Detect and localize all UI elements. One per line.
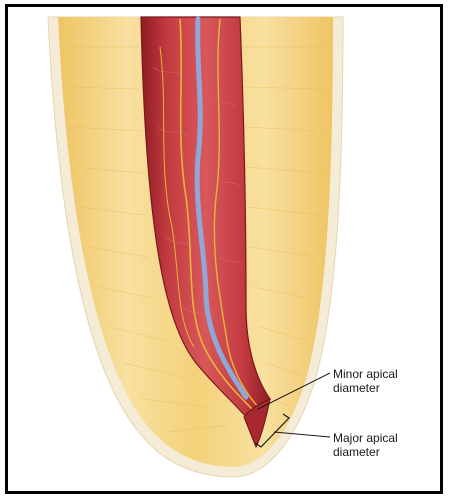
major-apical-diameter-label: Major apical diameter [333,431,398,459]
minor-apical-label-line1: Minor apical [333,367,398,381]
minor-apical-diameter-label: Minor apical diameter [333,367,398,395]
major-apical-label-line1: Major apical [333,431,398,445]
minor-apical-label-line2: diameter [333,381,398,395]
major-apical-label-line2: diameter [333,445,398,459]
root-apex-illustration [8,7,443,494]
figure-frame: Minor apical diameter Major apical diame… [5,4,443,494]
